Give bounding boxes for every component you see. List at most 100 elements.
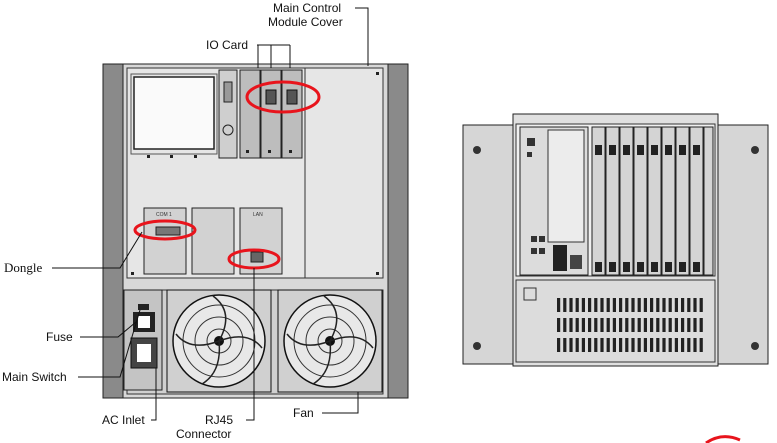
vent-slot <box>581 318 585 332</box>
main-switch-label: Main Switch <box>2 370 67 384</box>
vent-slot <box>581 298 585 312</box>
right-rail <box>387 63 409 399</box>
vent-slots <box>557 298 703 352</box>
vent-slot <box>637 338 641 352</box>
leader-lines <box>52 7 369 421</box>
rj45-leader <box>246 268 255 421</box>
vent-slot <box>693 338 697 352</box>
dongle-leader <box>52 231 143 269</box>
io-screws <box>246 150 292 153</box>
control-module-connector <box>553 245 567 271</box>
vent-slot <box>681 298 685 312</box>
vent-slot <box>606 318 610 332</box>
fan-left <box>166 289 272 393</box>
vent-slot <box>625 338 629 352</box>
vent-logo <box>523 287 537 301</box>
vent-slot <box>699 338 703 352</box>
vent-slot <box>656 318 660 332</box>
control-module-leds <box>527 138 545 254</box>
display-bezel <box>130 73 218 155</box>
vent-slot <box>557 338 561 352</box>
display-screws <box>147 155 197 158</box>
rj45-label-line2: Connector <box>176 427 232 441</box>
vent-slot <box>557 298 561 312</box>
control-module-label-panel <box>547 129 585 243</box>
ac-inlet-face <box>137 344 151 362</box>
ac-inlet-leader <box>151 368 157 421</box>
lan-port-label: LAN <box>253 212 263 218</box>
vent-slot <box>563 318 567 332</box>
vent-slot <box>693 298 697 312</box>
right-wing-hole-bottom <box>751 342 759 350</box>
dongle-highlight <box>133 219 197 241</box>
vent-slot <box>588 338 592 352</box>
vent-slot <box>594 318 598 332</box>
io-card-label: IO Card <box>206 38 249 52</box>
dongle-port <box>155 226 181 236</box>
right-wing <box>717 124 769 365</box>
front-view <box>462 113 769 367</box>
left-rail <box>102 63 124 399</box>
com-port-label: COM 1 <box>156 212 172 218</box>
vent-slot <box>674 318 678 332</box>
fuse-leader <box>80 321 137 338</box>
left-wing <box>462 124 514 365</box>
vent-slot <box>569 298 573 312</box>
vent-slot <box>619 298 623 312</box>
vent-slot <box>631 298 635 312</box>
vent-slot <box>650 298 654 312</box>
vent-slot <box>687 338 691 352</box>
front-io-cards <box>591 126 714 276</box>
cover-screws <box>131 72 379 275</box>
vent-slot <box>575 298 579 312</box>
vent-slot <box>662 298 666 312</box>
vent-slot <box>619 338 623 352</box>
vent-slot <box>588 318 592 332</box>
vent-slot <box>699 298 703 312</box>
vent-slot <box>650 318 654 332</box>
main-control-leader <box>355 7 369 66</box>
main-control-label-line2: Module Cover <box>268 15 343 29</box>
vent-slot <box>594 338 598 352</box>
vent-slot <box>699 318 703 332</box>
vent-slot <box>681 338 685 352</box>
vent-slot <box>612 338 616 352</box>
fuse-label: Fuse <box>46 330 73 344</box>
vent-slot <box>656 338 660 352</box>
vent-slot <box>631 318 635 332</box>
vent-slot <box>594 298 598 312</box>
vent-slot <box>668 338 672 352</box>
vent-slot <box>600 298 604 312</box>
vent-slot <box>693 318 697 332</box>
vent-slot <box>674 298 678 312</box>
vent-slot <box>581 338 585 352</box>
vent-slot <box>557 318 561 332</box>
right-wing-hole-top <box>751 146 759 154</box>
vent-slot <box>643 338 647 352</box>
fan-right <box>277 289 383 393</box>
vent-slot <box>569 318 573 332</box>
vent-slot <box>674 338 678 352</box>
vent-slot <box>662 338 666 352</box>
vent-slot <box>643 298 647 312</box>
blank-port-plate <box>191 207 235 275</box>
vent-slot <box>637 298 641 312</box>
rj45-port <box>250 251 264 263</box>
vent-slot <box>563 298 567 312</box>
display-window <box>133 76 215 150</box>
vent-slot <box>606 298 610 312</box>
rj45-label-line1: RJ45 <box>205 413 234 427</box>
vent-slot <box>668 318 672 332</box>
vent-slot <box>600 338 604 352</box>
cpu-knob <box>222 124 234 136</box>
vent-slot <box>625 318 629 332</box>
main-switch-leader <box>78 309 141 378</box>
vent-slot <box>569 338 573 352</box>
vent-slot <box>606 338 610 352</box>
vent-slot <box>650 338 654 352</box>
cpu-indicator <box>223 81 233 103</box>
front-io-connectors <box>595 145 700 272</box>
vent-slot <box>631 338 635 352</box>
io-card-blank <box>239 69 261 159</box>
